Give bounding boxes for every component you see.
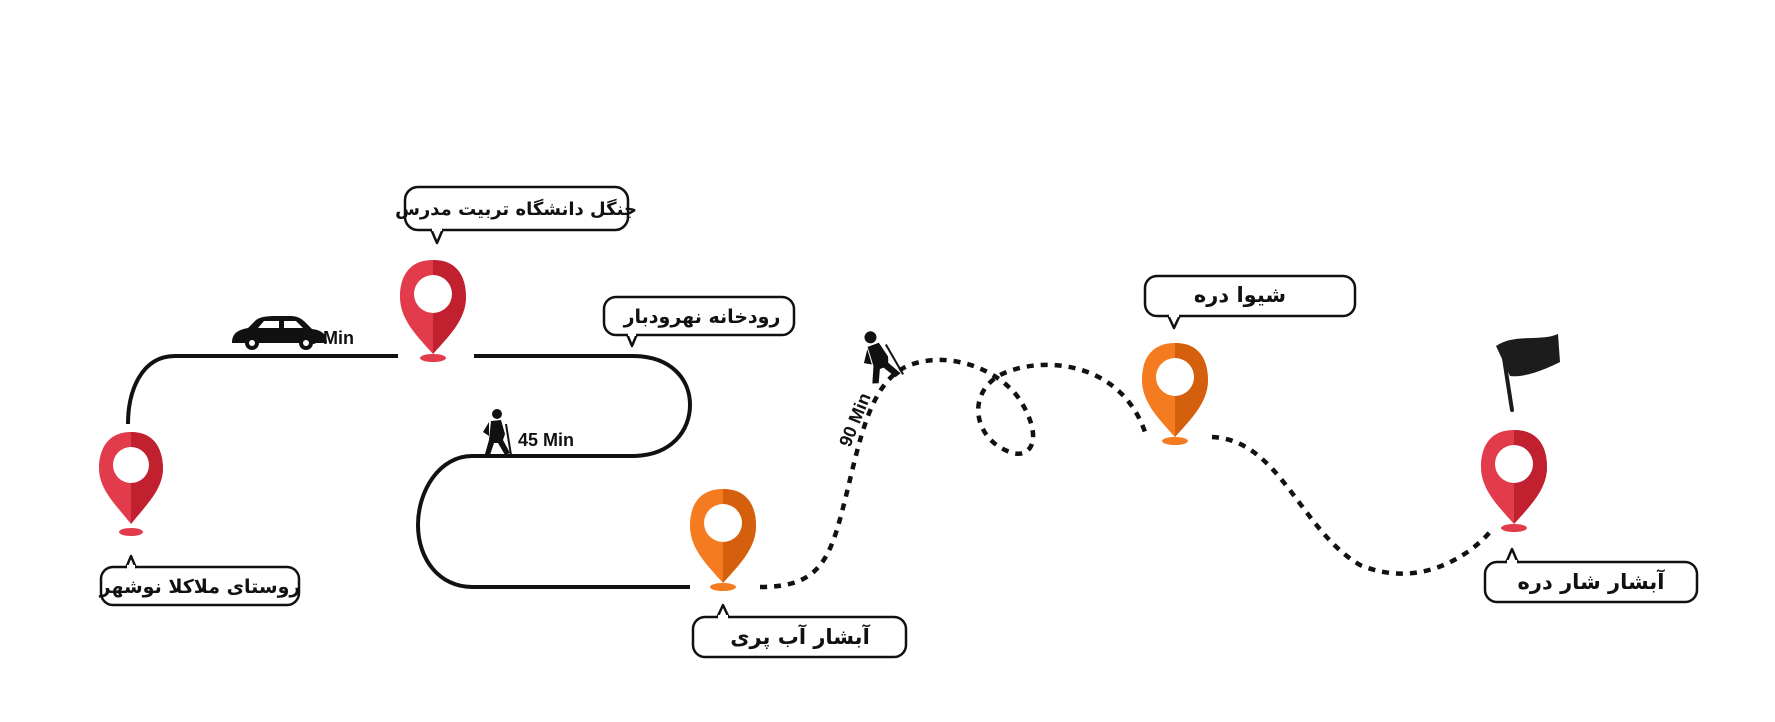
stop-label: رودخانه نهرودبار	[623, 306, 781, 328]
stop-label: روستای ملاکلا نوشهر	[99, 576, 301, 598]
stop-callout: جنگل دانشگاه تربیت مدرس	[395, 185, 637, 245]
hiker-icon	[863, 331, 904, 384]
pin-shadow	[1501, 524, 1527, 532]
stop-callout: آبشار آب پری	[691, 603, 908, 659]
pin-shadow	[119, 528, 143, 536]
stop-callout: آبشار شار دره	[1483, 547, 1699, 604]
stop-label: جنگل دانشگاه تربیت مدرس	[395, 198, 637, 220]
leg-marker: 5 Min	[232, 316, 354, 350]
stop-label: شیوا دره	[1194, 283, 1286, 307]
duration-label: 5 Min	[308, 328, 354, 348]
route-lines	[126, 354, 1492, 590]
leg-marker: 45 Min	[483, 409, 574, 456]
pin-hole	[704, 504, 742, 542]
route-solid-segment	[415, 354, 693, 589]
pin-hole	[113, 447, 149, 483]
pin-hole	[1156, 358, 1194, 396]
pin-hole	[1495, 445, 1533, 483]
flag-icon	[1496, 334, 1560, 412]
location-pin[interactable]	[1481, 430, 1547, 532]
location-pin[interactable]	[99, 432, 163, 536]
route-dashed-segment	[759, 357, 1148, 590]
route-solid-segment	[126, 354, 398, 425]
duration-label: 45 Min	[518, 430, 574, 450]
stop-label: آبشار آب پری	[730, 624, 870, 649]
duration-label: 90 Min	[835, 390, 875, 449]
pin-shadow	[1162, 437, 1188, 445]
stop-label: آبشار شار دره	[1518, 569, 1666, 594]
car-icon	[232, 316, 327, 350]
hiker-icon	[483, 409, 512, 456]
pin-hole	[414, 275, 452, 313]
stop-callout: رودخانه نهرودبار	[602, 295, 796, 348]
location-pin[interactable]	[1142, 343, 1208, 445]
pin-shadow	[420, 354, 446, 362]
location-pin[interactable]	[690, 489, 756, 591]
stop-callout: شیوا دره	[1143, 274, 1357, 330]
pin-shadow	[710, 583, 736, 591]
stop-callout: روستای ملاکلا نوشهر	[99, 554, 301, 607]
route-dashed-segment	[1211, 434, 1492, 576]
leg-marker: 90 Min	[835, 331, 904, 449]
location-pin[interactable]	[400, 260, 466, 362]
